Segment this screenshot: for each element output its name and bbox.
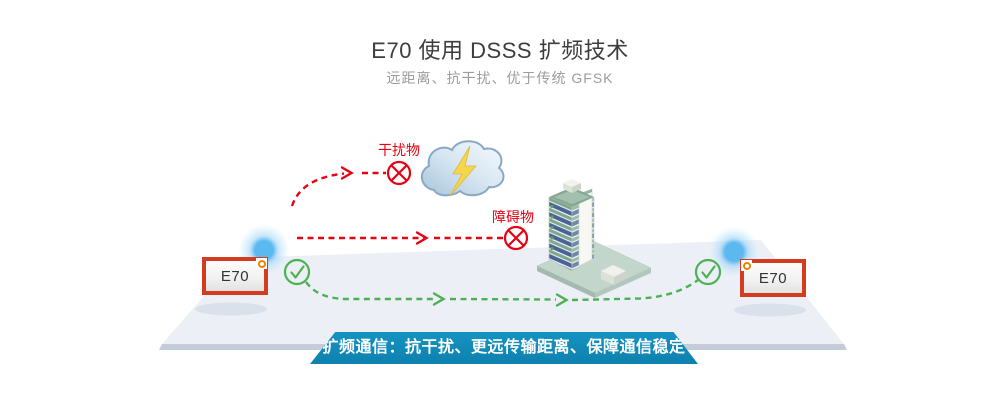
blocked-path-straight [297, 231, 504, 245]
device-indicator [256, 258, 267, 269]
check-circle-left-icon [283, 258, 311, 286]
page-subtitle: 远距离、抗干扰、优于传统 GFSK [386, 70, 614, 86]
lightning-cloud-icon [420, 140, 505, 197]
device-left-label: E70 [220, 267, 250, 285]
cross-circle-obstacle-icon [503, 225, 529, 251]
orange-dot-icon [742, 261, 751, 270]
device-shadows [195, 302, 806, 317]
check-circle-right-icon [694, 258, 722, 286]
blocked-path-curved [290, 166, 386, 207]
cross-circle-interference-icon [386, 160, 412, 186]
interference-label: 干扰物 [378, 142, 420, 158]
orange-dot-icon [257, 259, 266, 268]
benefit-banner: 扩频通信：抗干扰、更远传输距离、保障通信稳定 [310, 332, 698, 364]
obstacle-label: 障碍物 [492, 209, 534, 225]
page-title: E70 使用 DSSS 扩频技术 [371, 38, 629, 63]
success-path [305, 279, 699, 307]
device-right: E70 [740, 259, 806, 297]
device-right-label: E70 [758, 269, 788, 287]
lightning-bolt-icon [449, 145, 477, 197]
building-icon [536, 179, 652, 298]
benefit-banner-text: 扩频通信：抗干扰、更远传输距离、保障通信稳定 [322, 339, 686, 356]
device-indicator [741, 260, 752, 271]
device-left: E70 [202, 257, 268, 295]
